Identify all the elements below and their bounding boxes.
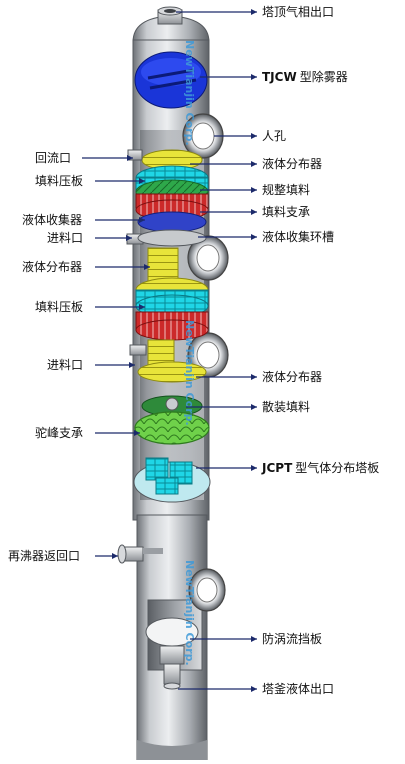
label-reboiler-return: 再沸器返回口 — [8, 549, 80, 563]
tjcw-demister — [134, 51, 208, 109]
label-top-vapor-outlet: 塔顶气相出口 — [262, 4, 334, 19]
manhole-bottom — [188, 568, 226, 612]
label-bottom-liquid-outlet: 塔釜液体出口 — [262, 681, 334, 696]
label-packing-support: 填料支承 — [262, 205, 310, 219]
manhole-middle — [187, 235, 229, 281]
label-feed-inlet-1: 进料口 — [47, 231, 83, 245]
label-structured-packing: 规整填料 — [262, 182, 310, 197]
svg-text:NewTianjin Corp.: NewTianjin Corp. — [183, 560, 196, 666]
vortex-breaker — [145, 617, 199, 665]
svg-text:NewTianjin Corp.: NewTianjin Corp. — [183, 40, 196, 146]
feed-inlet-2-nozzle — [129, 339, 207, 383]
label-packing-hold-down-1: 填料压板 — [35, 174, 83, 188]
label-liquid-collecting-ring: 液体收集环槽 — [262, 229, 334, 244]
middle-bed — [135, 247, 209, 341]
label-liquid-collector: 液体收集器 — [22, 212, 82, 227]
label-liquid-distributor-1: 液体分布器 — [262, 156, 322, 171]
left-callouts: 回流口 填料压板 液体收集器 进料口 液体分布器 填料压板 进料口 驼峰支承 再 — [8, 151, 150, 563]
svg-text:NewTianjin Corp.: NewTianjin Corp. — [183, 320, 196, 426]
skirt-bottom — [137, 740, 207, 760]
feed-inlet-1-nozzle — [126, 229, 207, 247]
bottom-liquid-outlet-nozzle — [163, 663, 181, 690]
label-vortex-breaker: 防涡流挡板 — [262, 631, 322, 646]
label-feed-inlet-2: 进料口 — [47, 358, 83, 372]
label-reflux-inlet: 回流口 — [35, 151, 71, 165]
label-liquid-distributor-2: 液体分布器 — [22, 259, 82, 274]
upper-bed — [135, 149, 209, 233]
label-packing-hold-down-2: 填料压板 — [35, 300, 83, 314]
label-hump-support: 驼峰支承 — [35, 425, 83, 440]
label-random-packing: 散装填料 — [262, 399, 310, 414]
label-manhole: 人孔 — [262, 129, 286, 143]
jcpt-gas-distributor — [133, 457, 211, 503]
label-liquid-distributor-3: 液体分布器 — [262, 369, 322, 384]
reflux-inlet-nozzle — [127, 149, 143, 161]
watermark: NewTianjin Corp. NewTianjin Corp. NewTia… — [183, 40, 196, 666]
hump-support — [134, 411, 210, 445]
reboiler-return-nozzle — [117, 544, 163, 564]
manhole-upper — [182, 113, 224, 159]
top-vapor-outlet-nozzle — [157, 6, 183, 25]
